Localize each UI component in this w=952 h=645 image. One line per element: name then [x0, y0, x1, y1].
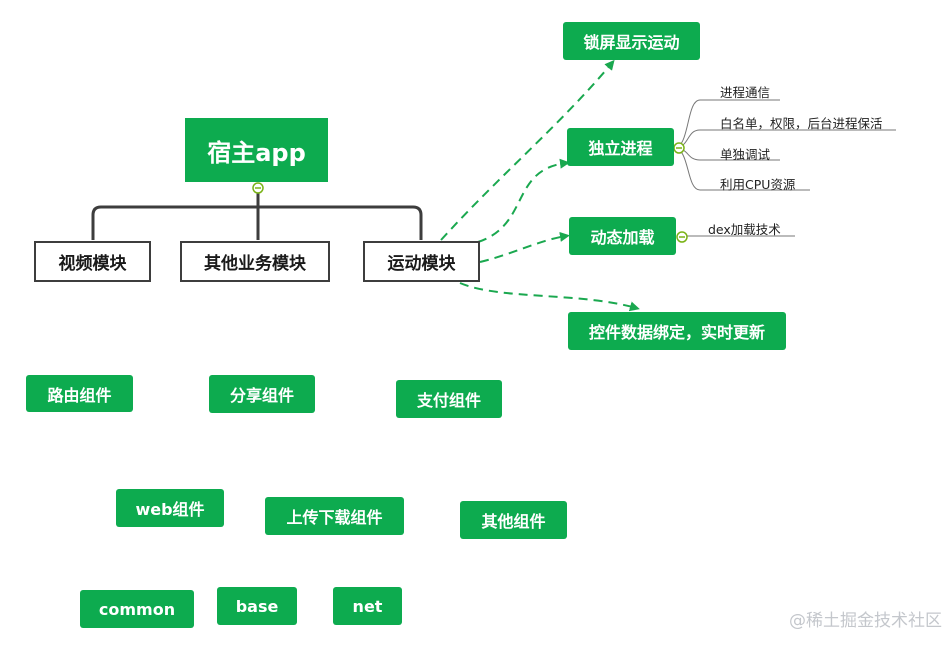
component-other[interactable]: 其他组件 — [460, 501, 567, 539]
module-other-business[interactable]: 其他业务模块 — [180, 241, 330, 282]
arrow-to-binding — [459, 282, 640, 312]
dynamic-collapse-toggle[interactable] — [676, 231, 688, 243]
tree-connectors — [91, 188, 423, 240]
component-common[interactable]: common — [80, 590, 194, 628]
component-payment[interactable]: 支付组件 — [396, 380, 502, 418]
module-sport[interactable]: 运动模块 — [363, 241, 480, 282]
process-note-cpu: 利用CPU资源 — [720, 177, 796, 192]
note-line-2 — [673, 129, 896, 149]
root-collapse-toggle[interactable] — [252, 182, 264, 194]
root-node[interactable]: 宿主app — [185, 118, 328, 182]
component-net[interactable]: net — [333, 587, 402, 625]
component-base[interactable]: base — [217, 587, 297, 625]
dashed-connectors — [440, 59, 640, 312]
arrow-to-dynamic — [479, 231, 570, 263]
branch-independent-process[interactable]: 独立进程 — [567, 128, 674, 166]
process-note-whitelist: 白名单，权限，后台进程保活 — [720, 116, 883, 131]
module-video[interactable]: 视频模块 — [34, 241, 151, 282]
branch-data-binding[interactable]: 控件数据绑定，实时更新 — [568, 312, 786, 350]
watermark-text: @稀土掘金技术社区 — [789, 611, 942, 631]
branch-lockscreen-sport[interactable]: 锁屏显示运动 — [563, 22, 700, 60]
dynamic-note-dex: dex加载技术 — [708, 222, 781, 237]
process-collapse-toggle[interactable] — [673, 142, 685, 154]
component-web[interactable]: web组件 — [116, 489, 224, 527]
component-upload-download[interactable]: 上传下载组件 — [265, 497, 404, 535]
process-note-ipc: 进程通信 — [720, 85, 771, 100]
arrow-to-process — [477, 158, 570, 243]
component-share[interactable]: 分享组件 — [209, 375, 315, 413]
branch-dynamic-loading[interactable]: 动态加载 — [569, 217, 676, 255]
process-note-debug: 单独调试 — [720, 147, 771, 162]
component-router[interactable]: 路由组件 — [26, 375, 133, 412]
arrow-to-lockscreen — [440, 59, 615, 241]
